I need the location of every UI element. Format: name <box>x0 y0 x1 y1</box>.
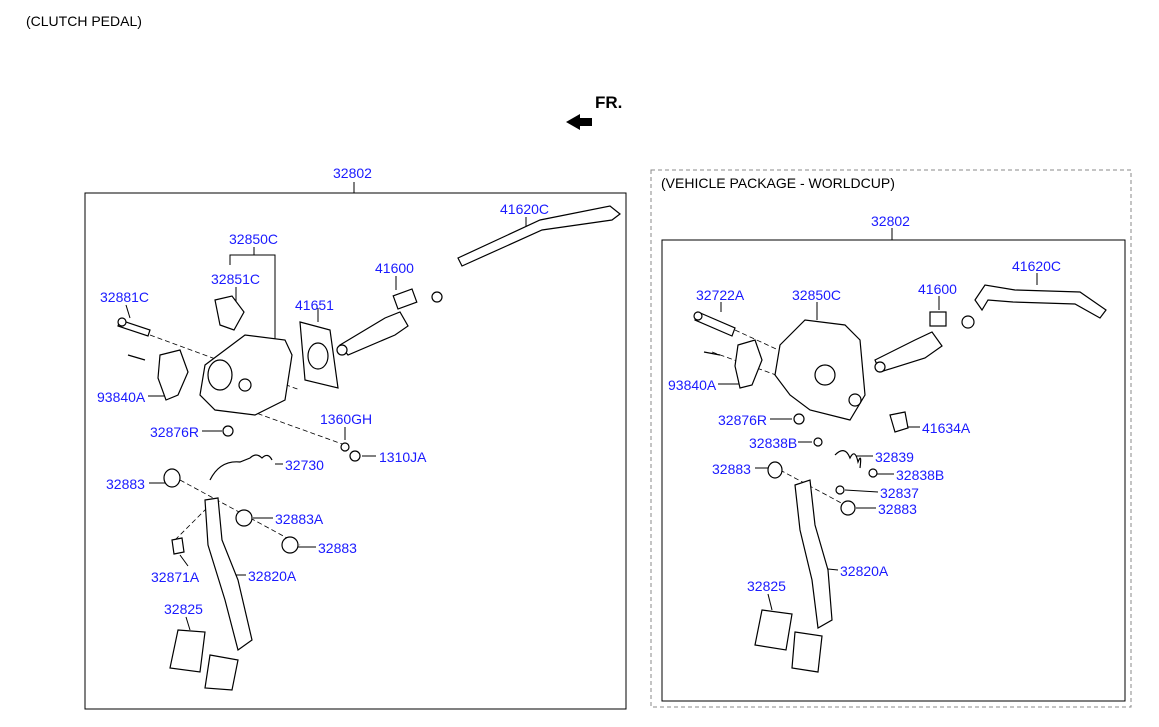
part-label-32722a[interactable]: 32722A <box>696 287 745 303</box>
part-label-32820a-right[interactable]: 32820A <box>840 563 889 579</box>
package-dashed-frame <box>650 169 1132 708</box>
part-label-32850c-right[interactable]: 32850C <box>792 287 842 303</box>
part-label-32850c-left[interactable]: 32850C <box>229 231 279 247</box>
right-parts-art <box>693 284 1107 673</box>
part-label-41634a[interactable]: 41634A <box>922 420 971 436</box>
part-label-32730[interactable]: 32730 <box>285 457 324 473</box>
part-label-32881c[interactable]: 32881C <box>100 289 150 305</box>
front-marker: FR. <box>595 93 623 112</box>
right-panel-frame <box>661 239 1126 702</box>
part-label-32820a-left[interactable]: 32820A <box>248 568 297 584</box>
part-label-32876r-right[interactable]: 32876R <box>718 412 768 428</box>
part-label-93840a-right[interactable]: 93840A <box>668 377 717 393</box>
part-label-32839[interactable]: 32839 <box>875 449 914 465</box>
part-label-32871a[interactable]: 32871A <box>151 569 200 585</box>
part-label-41651[interactable]: 41651 <box>295 297 334 313</box>
part-label-32876r-left[interactable]: 32876R <box>150 424 200 440</box>
front-arrow-icon <box>566 114 592 130</box>
part-label-32838b-2[interactable]: 32838B <box>896 467 945 483</box>
left-parts-art <box>117 205 621 691</box>
left-leader-lines <box>125 182 527 631</box>
part-label-32851c[interactable]: 32851C <box>211 271 261 287</box>
part-label-41600-left[interactable]: 41600 <box>375 260 414 276</box>
diagram-title: (CLUTCH PEDAL) <box>26 13 142 29</box>
part-label-32837[interactable]: 32837 <box>880 485 919 501</box>
part-label-41620c-right[interactable]: 41620C <box>1012 258 1062 274</box>
part-label-32825-right[interactable]: 32825 <box>747 578 786 594</box>
part-label-93840a-left[interactable]: 93840A <box>97 389 146 405</box>
part-label-32838b-1[interactable]: 32838B <box>749 435 798 451</box>
part-label-32883-right-2[interactable]: 32883 <box>878 501 917 517</box>
part-label-41620c-left[interactable]: 41620C <box>500 201 550 217</box>
part-label-32883-right-1[interactable]: 32883 <box>712 461 751 477</box>
part-label-32883-left-1[interactable]: 32883 <box>106 476 145 492</box>
part-label-32825-left[interactable]: 32825 <box>164 601 203 617</box>
part-label-32883-left-2[interactable]: 32883 <box>318 540 357 556</box>
part-label-1310ja[interactable]: 1310JA <box>379 449 427 465</box>
part-label-32883a[interactable]: 32883A <box>275 511 324 527</box>
left-panel-frame <box>84 192 627 710</box>
part-label-32802-right[interactable]: 32802 <box>871 213 910 229</box>
part-label-32802-left[interactable]: 32802 <box>333 165 372 181</box>
vehicle-package-label: (VEHICLE PACKAGE - WORLDCUP) <box>661 175 895 191</box>
part-label-41600-right[interactable]: 41600 <box>918 281 957 297</box>
part-label-1360gh[interactable]: 1360GH <box>320 411 373 427</box>
